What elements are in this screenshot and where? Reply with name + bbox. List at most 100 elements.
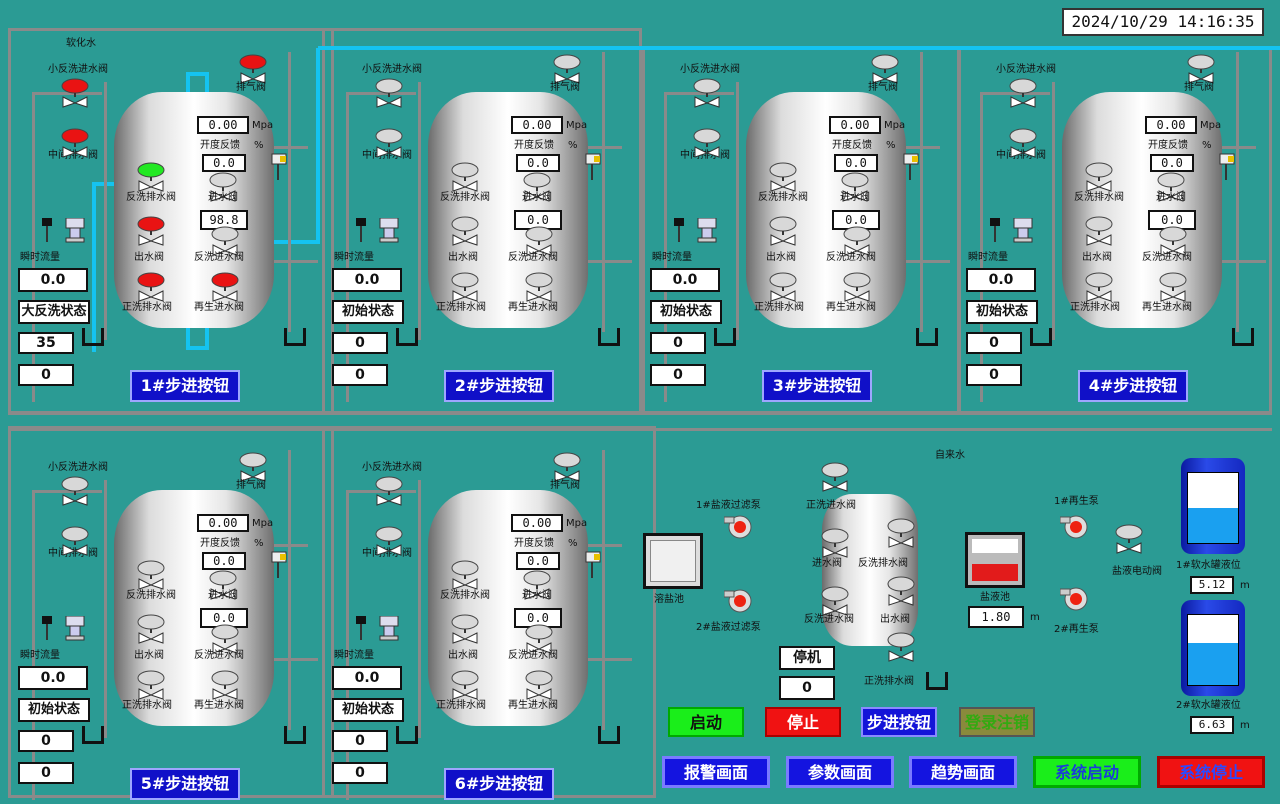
brine-filter-fw-drain-label: 正洗排水阀 — [864, 676, 914, 687]
step-button[interactable]: 步进按钮 — [861, 707, 937, 737]
flowmeter-icon — [270, 152, 290, 182]
fw-drain-valve-icon[interactable] — [1084, 272, 1114, 302]
bw-in-valve-icon[interactable] — [210, 226, 240, 256]
step-button-5[interactable]: 5#步进按钮 — [130, 768, 240, 800]
mid-drain-valve-icon[interactable] — [1008, 128, 1038, 158]
regen-in-valve-icon[interactable] — [524, 272, 554, 302]
flow-transmitter-icon — [378, 615, 402, 642]
step-button-3[interactable]: 3#步进按钮 — [762, 370, 872, 402]
soft-tank-2-unit: m — [1240, 720, 1250, 731]
flowmeter-icon — [902, 152, 922, 182]
mid-drain-valve-icon[interactable] — [60, 128, 90, 158]
regen-in-valve-icon[interactable] — [1158, 272, 1188, 302]
outlet-valve-icon[interactable] — [768, 216, 798, 246]
bw-in-valve-icon[interactable] — [524, 624, 554, 654]
inlet-valve-icon[interactable] — [522, 570, 552, 600]
alarm-screen-button[interactable]: 报警画面 — [662, 756, 770, 788]
brine-filter-pump-1-icon[interactable] — [723, 514, 754, 540]
regen-in-valve-icon[interactable] — [210, 670, 240, 700]
fw-drain-valve-icon[interactable] — [450, 272, 480, 302]
vent-valve-icon[interactable] — [552, 452, 582, 482]
system-start-button[interactable]: 系统启动 — [1033, 756, 1141, 788]
system-stop-button[interactable]: 系统停止 — [1157, 756, 1265, 788]
bw-in-label: 反洗进水阀 — [508, 650, 558, 661]
stop-button[interactable]: 停止 — [765, 707, 841, 737]
step-button-4[interactable]: 4#步进按钮 — [1078, 370, 1188, 402]
inlet-valve-icon[interactable] — [208, 570, 238, 600]
inlet-valve-icon[interactable] — [840, 172, 870, 202]
brine-filter-bw-drain-valve-icon[interactable] — [886, 518, 916, 548]
brine-filter-in-valve-icon[interactable] — [820, 528, 850, 558]
small-bw-in-valve-icon[interactable] — [692, 78, 722, 108]
inlet-valve-icon[interactable] — [208, 172, 238, 202]
brine-filter-in-label: 进水阀 — [812, 558, 842, 569]
pressure-value: 0.00 — [829, 116, 881, 134]
outlet-valve-icon[interactable] — [450, 216, 480, 246]
small-bw-in-valve-icon[interactable] — [60, 78, 90, 108]
regen-in-valve-icon[interactable] — [210, 272, 240, 302]
params-screen-button[interactable]: 参数画面 — [786, 756, 894, 788]
bw-drain-valve-icon[interactable] — [1084, 162, 1114, 192]
bw-in-valve-icon[interactable] — [842, 226, 872, 256]
soft-tank-1 — [1181, 458, 1245, 554]
trend-screen-button[interactable]: 趋势画面 — [909, 756, 1017, 788]
bw-drain-valve-icon[interactable] — [768, 162, 798, 192]
small-bw-in-valve-icon[interactable] — [1008, 78, 1038, 108]
step-button-1[interactable]: 1#步进按钮 — [130, 370, 240, 402]
filter-status: 初始状态 — [332, 300, 404, 324]
regen-in-valve-icon[interactable] — [842, 272, 872, 302]
outlet-valve-icon[interactable] — [450, 614, 480, 644]
outlet-valve-icon[interactable] — [136, 216, 166, 246]
fw-drain-label: 正洗排水阀 — [122, 700, 172, 711]
bw-drain-valve-icon[interactable] — [136, 162, 166, 192]
mid-drain-label: 中间排水阀 — [362, 150, 412, 161]
fw-drain-valve-icon[interactable] — [768, 272, 798, 302]
inlet-valve-icon[interactable] — [522, 172, 552, 202]
fw-drain-valve-icon[interactable] — [136, 670, 166, 700]
brine-motor-valve-label: 盐液电动阀 — [1112, 566, 1162, 577]
brine-filter-fw-in-valve-icon[interactable] — [820, 462, 850, 492]
regen-pump-1-icon[interactable] — [1059, 514, 1090, 540]
mid-drain-valve-icon[interactable] — [374, 526, 404, 556]
inlet-valve-icon[interactable] — [1156, 172, 1186, 202]
fw-drain-valve-icon[interactable] — [450, 670, 480, 700]
bw-drain-valve-icon[interactable] — [450, 162, 480, 192]
bw-in-valve-icon[interactable] — [524, 226, 554, 256]
brine-filter-out-valve-icon[interactable] — [886, 576, 916, 606]
mid-drain-valve-icon[interactable] — [374, 128, 404, 158]
opening-value: 0.0 — [516, 154, 560, 172]
brine-filter-pump-2-icon[interactable] — [723, 588, 754, 614]
brine-motor-valve-icon[interactable] — [1114, 524, 1144, 554]
regen-pump-2-icon[interactable] — [1059, 586, 1090, 612]
bw-drain-valve-icon[interactable] — [136, 560, 166, 590]
small-bw-in-valve-icon[interactable] — [374, 78, 404, 108]
vent-valve-icon[interactable] — [552, 54, 582, 84]
vent-valve-icon[interactable] — [238, 452, 268, 482]
bw-in-valve-icon[interactable] — [1158, 226, 1188, 256]
regen-in-valve-icon[interactable] — [524, 670, 554, 700]
step-button-2[interactable]: 2#步进按钮 — [444, 370, 554, 402]
bw-drain-label: 反洗排水阀 — [126, 590, 176, 601]
fw-drain-valve-icon[interactable] — [136, 272, 166, 302]
outlet-valve-icon[interactable] — [136, 614, 166, 644]
pressure-unit: Mpa — [566, 518, 588, 529]
vent-valve-icon[interactable] — [870, 54, 900, 84]
step-button-6[interactable]: 6#步进按钮 — [444, 768, 554, 800]
small-bw-in-valve-icon[interactable] — [374, 476, 404, 506]
mid-drain-valve-icon[interactable] — [692, 128, 722, 158]
counter-a: 0 — [966, 332, 1022, 354]
flow-label: 瞬时流量 — [334, 650, 374, 661]
bw-drain-valve-icon[interactable] — [450, 560, 480, 590]
vent-valve-icon[interactable] — [1186, 54, 1216, 84]
vent-valve-icon[interactable] — [238, 54, 268, 84]
start-button[interactable]: 启动 — [668, 707, 744, 737]
mid-drain-valve-icon[interactable] — [60, 526, 90, 556]
outlet-valve-icon[interactable] — [1084, 216, 1114, 246]
login-button[interactable]: 登录注销 — [959, 707, 1035, 737]
bw-drain-label: 反洗排水阀 — [440, 590, 490, 601]
brine-filter-fw-drain-valve-icon[interactable] — [886, 632, 916, 662]
bw-in-valve-icon[interactable] — [210, 624, 240, 654]
brine-filter-bw-in-valve-icon[interactable] — [820, 586, 850, 616]
regen-in-label: 再生进水阀 — [826, 302, 876, 313]
small-bw-in-valve-icon[interactable] — [60, 476, 90, 506]
